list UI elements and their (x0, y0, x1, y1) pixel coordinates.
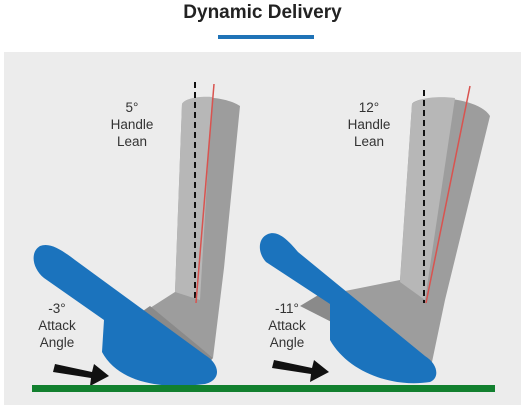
club-right-head (259, 233, 437, 384)
attack-angle-label-left: -3° Attack Angle (22, 300, 92, 351)
attack-angle-label-right: -11° Attack Angle (252, 300, 322, 351)
handle-lean-label-left: 5° Handle Lean (97, 99, 167, 150)
club-right (259, 85, 490, 384)
attack-angle-text1-right: Attack (268, 318, 306, 333)
club-left-attack-arrow (53, 364, 109, 386)
club-right-shaft-line (425, 85, 471, 304)
attack-angle-value-left: -3° (48, 301, 66, 316)
handle-lean-text1-left: Handle (110, 117, 154, 132)
club-right-attack-arrow (272, 360, 329, 382)
club-left-hosel-shade (175, 96, 212, 300)
club-left (33, 82, 240, 386)
handle-lean-text2-right: Lean (353, 134, 385, 149)
handle-lean-label-right: 12° Handle Lean (334, 99, 404, 150)
header: Dynamic Delivery (0, 0, 525, 48)
handle-lean-value-right: 12° (358, 100, 380, 115)
club-left-shaft-line (195, 83, 215, 304)
club-right-hosel-shade (400, 97, 455, 300)
page-title: Dynamic Delivery (183, 2, 342, 23)
club-left-head (33, 244, 218, 386)
handle-lean-text2-left: Lean (116, 134, 148, 149)
title-underline (218, 35, 314, 39)
attack-angle-value-right: -11° (275, 301, 299, 316)
handle-lean-value-left: 5° (125, 100, 139, 115)
handle-lean-text1-right: Handle (347, 117, 391, 132)
attack-angle-text2-left: Angle (39, 335, 75, 350)
attack-angle-text1-left: Attack (38, 318, 76, 333)
ground-line (32, 385, 495, 392)
attack-angle-text2-right: Angle (269, 335, 305, 350)
